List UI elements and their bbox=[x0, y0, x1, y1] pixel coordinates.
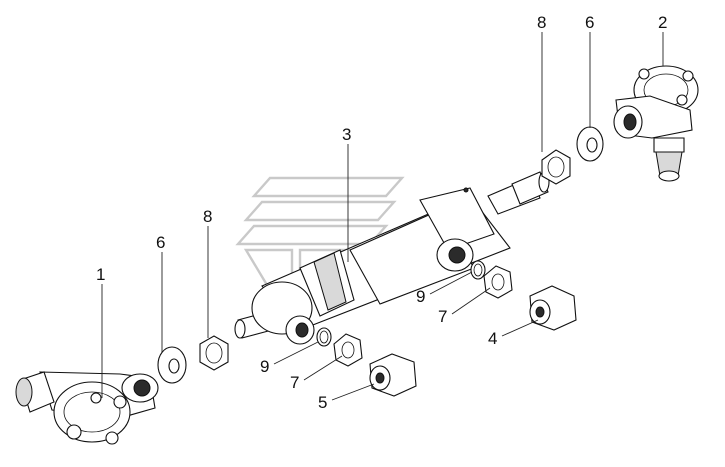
leader-lines bbox=[101, 32, 664, 401]
callout-7-lower: 7 bbox=[290, 373, 299, 392]
callout-8-left: 8 bbox=[203, 207, 212, 226]
o-ring-lower bbox=[316, 327, 332, 347]
banjo-connector-lower bbox=[369, 353, 417, 397]
banjo-connector-upper bbox=[529, 285, 577, 331]
washer-left bbox=[157, 346, 187, 384]
fitting-upper bbox=[483, 265, 513, 299]
callout-8-right: 8 bbox=[537, 13, 546, 32]
callout-7-upper: 7 bbox=[438, 307, 447, 326]
callout-6-left: 6 bbox=[156, 233, 165, 252]
fitting-lower bbox=[333, 333, 363, 367]
callout-2: 2 bbox=[658, 13, 667, 32]
callout-4: 4 bbox=[488, 329, 497, 348]
callout-5: 5 bbox=[318, 393, 327, 412]
nut-left bbox=[199, 335, 229, 371]
tie-rod-end-left bbox=[15, 371, 159, 445]
callout-3: 3 bbox=[342, 125, 351, 144]
washer-right bbox=[576, 126, 604, 162]
nut-right bbox=[541, 149, 571, 185]
tie-rod-end-right bbox=[613, 65, 699, 182]
callout-9-lower: 9 bbox=[260, 357, 269, 376]
o-ring-upper bbox=[470, 260, 486, 280]
power-cylinder bbox=[234, 171, 550, 345]
callout-1: 1 bbox=[96, 265, 105, 284]
callout-9-upper: 9 bbox=[416, 287, 425, 306]
callout-6-right: 6 bbox=[585, 13, 594, 32]
